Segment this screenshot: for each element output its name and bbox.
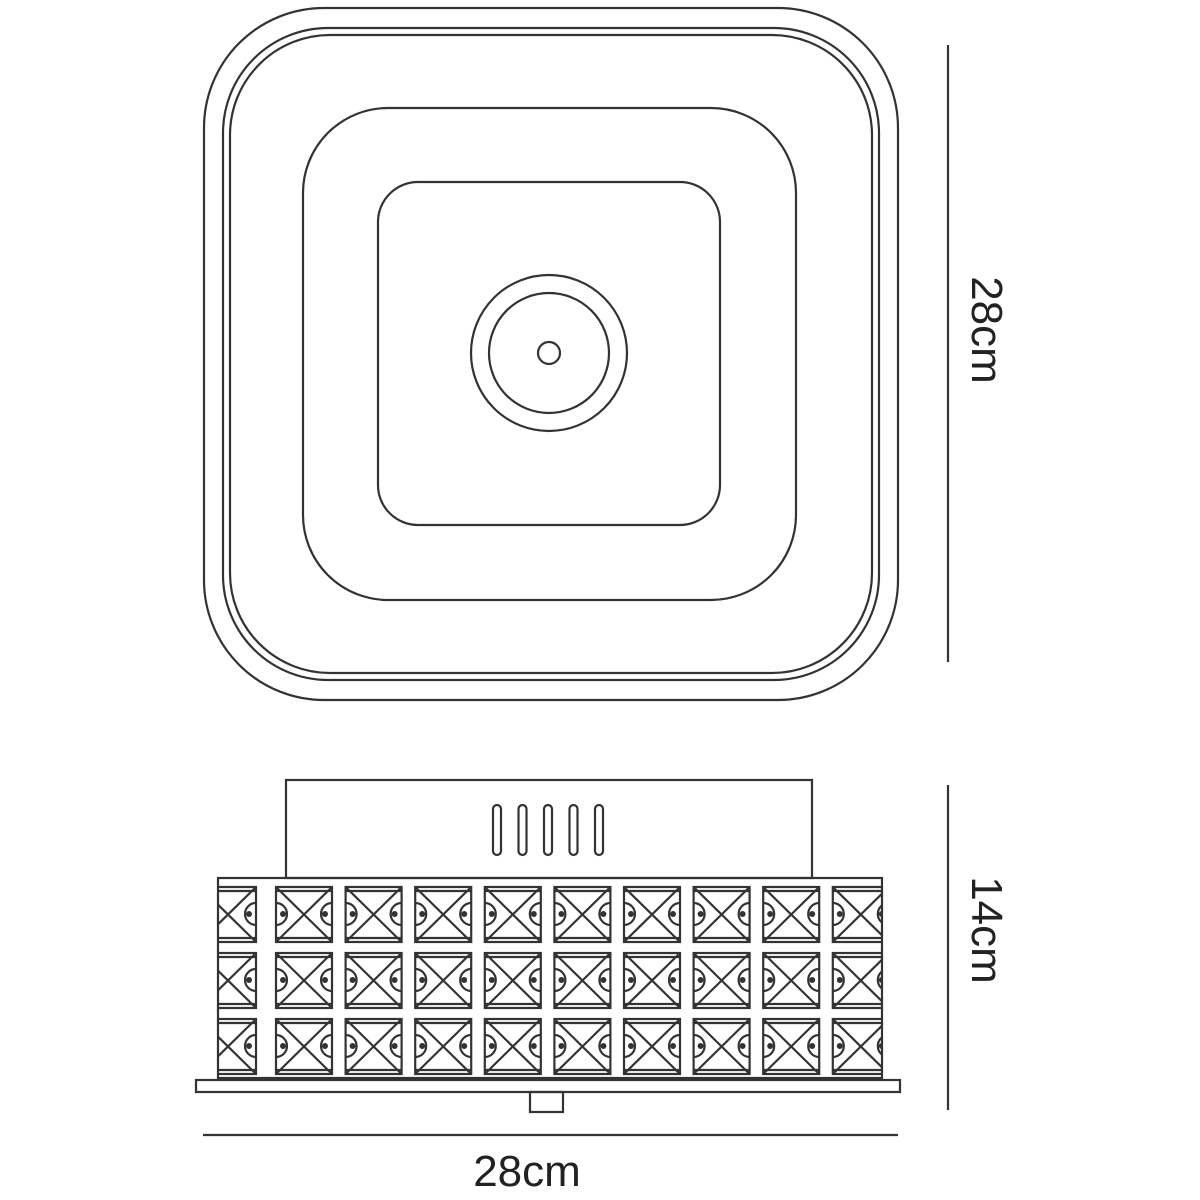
- canopy-box: [284, 778, 814, 880]
- center-stub: [528, 1090, 565, 1114]
- width-label: 28cm: [473, 1147, 581, 1196]
- crystal-tile: [762, 951, 821, 1010]
- crystal-tile: [414, 885, 473, 944]
- crystal-tile: [622, 885, 682, 944]
- crystal-tile: [483, 885, 542, 944]
- middle-square: [301, 106, 798, 602]
- crystal-tile: [414, 1017, 473, 1076]
- crystal-tile: [414, 951, 473, 1010]
- depth-label: 28cm: [962, 276, 1011, 384]
- crystal-tile: [274, 885, 334, 944]
- crystal-tile: [831, 1017, 882, 1076]
- crystal-tile: [553, 885, 612, 944]
- vent-slot: [517, 803, 528, 857]
- inner-square: [376, 180, 722, 527]
- vent-slot: [542, 803, 554, 857]
- crystal-grid: [218, 885, 882, 1076]
- crystal-tile: [692, 951, 751, 1010]
- crystal-tile: [274, 951, 334, 1010]
- crystal-tile: [274, 1017, 334, 1076]
- crystal-tile: [553, 951, 612, 1010]
- crystal-tile: [218, 951, 258, 1010]
- rim-inner-line-1: [221, 26, 881, 682]
- crystal-tile: [483, 1017, 542, 1076]
- side-view: [194, 778, 902, 1114]
- crystal-tile: [218, 1017, 258, 1076]
- vent-slot: [491, 803, 503, 857]
- vent-slots: [491, 803, 605, 857]
- center-point: [536, 340, 562, 366]
- crystal-tile: [218, 885, 258, 944]
- rim-inner-line-2: [228, 33, 874, 675]
- crystal-tile: [622, 1017, 682, 1076]
- crystal-tile: [344, 1017, 403, 1076]
- crystal-tile: [622, 951, 682, 1010]
- crystal-tile: [483, 951, 542, 1010]
- crystal-band: [216, 876, 884, 1080]
- vent-slot: [593, 803, 605, 857]
- crystal-tile: [692, 885, 751, 944]
- crystal-tile: [762, 1017, 821, 1076]
- crystal-tile: [762, 885, 821, 944]
- height-label: 14cm: [962, 876, 1011, 984]
- crystal-tile: [344, 951, 403, 1010]
- outer-rim: [202, 6, 900, 702]
- crystal-tile: [831, 885, 882, 944]
- vent-slot: [568, 803, 579, 857]
- center-ring-inner: [487, 291, 611, 415]
- center-ring-outer: [469, 273, 629, 433]
- top-view: [202, 6, 900, 702]
- crystal-tile: [344, 885, 403, 944]
- base-plate: [194, 1078, 902, 1094]
- crystal-tile: [831, 951, 882, 1010]
- crystal-tile: [692, 1017, 751, 1076]
- crystal-tile: [553, 1017, 612, 1076]
